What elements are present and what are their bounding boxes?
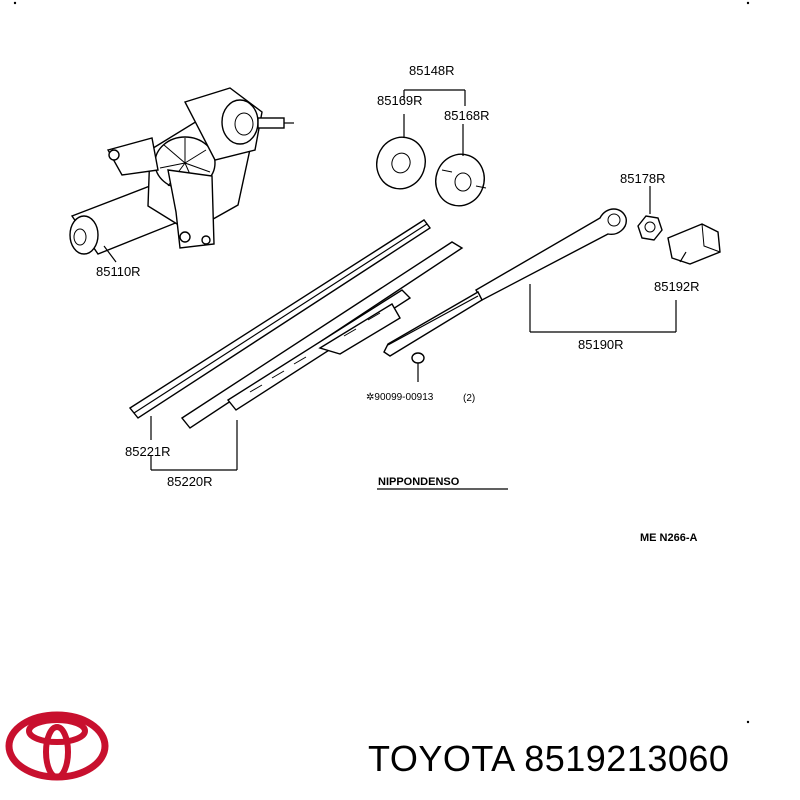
leader-lines — [103, 89, 687, 471]
maker-name: NIPPONDENSO — [378, 476, 460, 488]
washer-drawing — [376, 136, 426, 190]
corner-marks — [13, 1, 750, 724]
toyota-logo-icon — [5, 711, 109, 781]
label-85190: 85190R — [578, 337, 624, 352]
cap-drawing — [435, 153, 487, 207]
label-screw: ✲90099-00913 — [366, 392, 434, 403]
nut-drawing — [637, 215, 663, 241]
part-number: 8519213060 — [524, 738, 730, 779]
label-85220: 85220R — [167, 474, 213, 489]
label-85169: 85169R — [377, 93, 423, 108]
blade-rubber-drawing — [128, 219, 432, 419]
wiper-motor-drawing — [69, 87, 294, 255]
footer-caption: TOYOTA 8519213060 — [368, 738, 729, 780]
wiper-arm-drawing — [383, 208, 627, 357]
label-85178: 85178R — [620, 171, 666, 186]
reference-code: ME N266-A — [640, 532, 698, 544]
label-85168: 85168R — [444, 108, 490, 123]
label-screw-qty: (2) — [463, 393, 475, 404]
label-85221: 85221R — [125, 444, 171, 459]
brand-name: TOYOTA — [368, 738, 514, 779]
wiper-blade-drawing — [180, 241, 464, 429]
label-85110: 85110R — [96, 264, 141, 279]
screw-drawing — [411, 352, 425, 382]
cover-drawing — [667, 223, 721, 265]
label-85192: 85192R — [654, 279, 700, 294]
label-85148: 85148R — [409, 63, 455, 78]
